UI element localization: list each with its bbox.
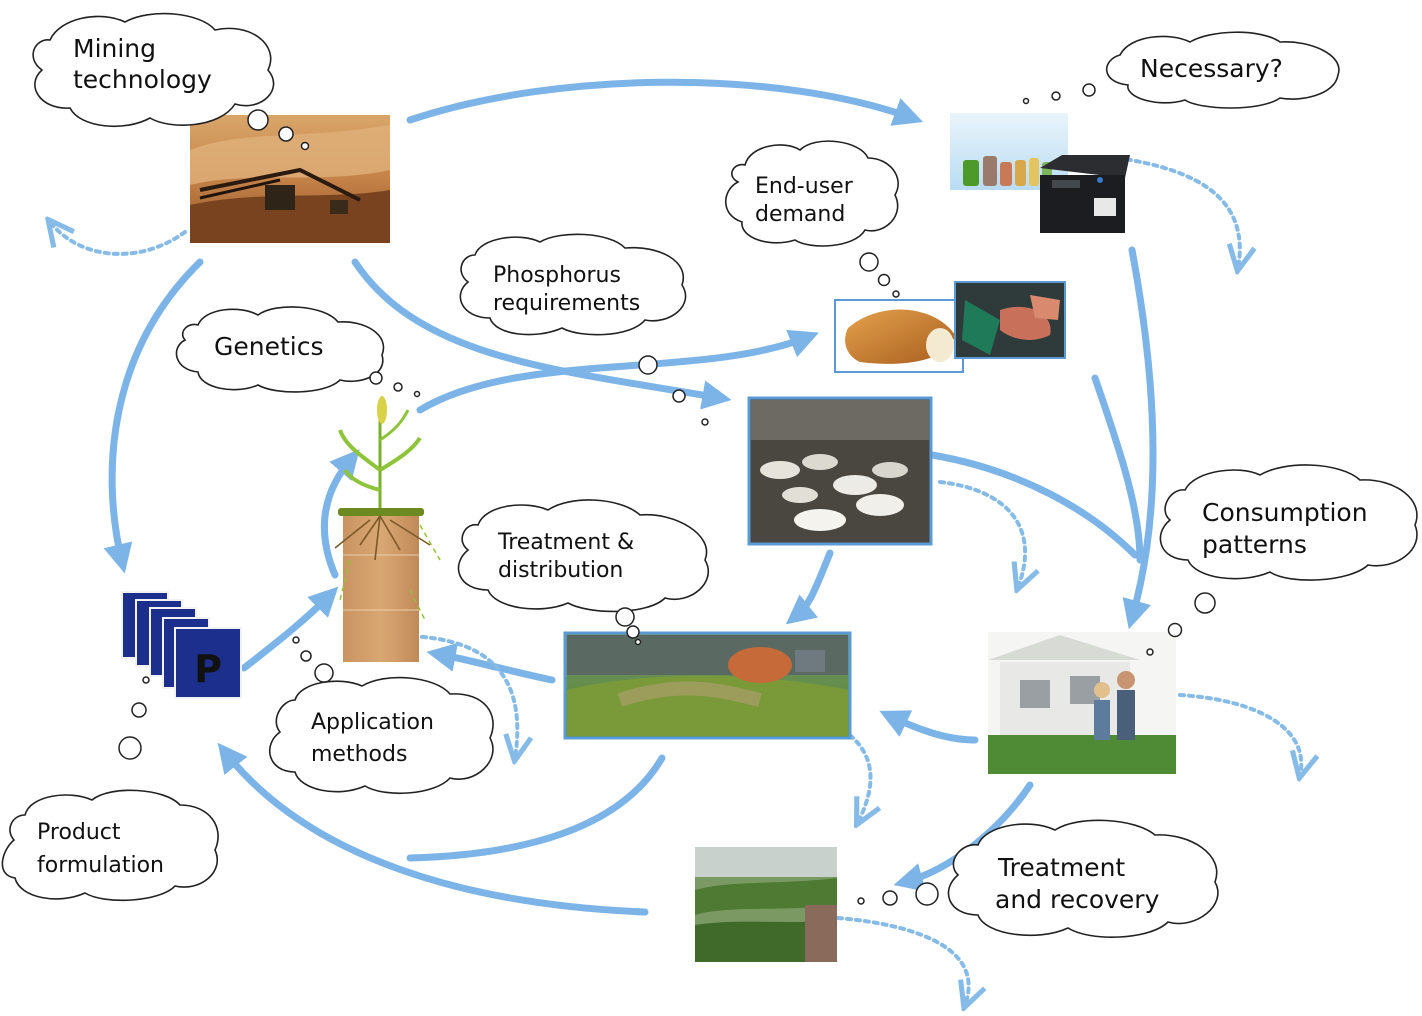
loss-arrow-household xyxy=(1178,693,1301,775)
cloud-labels: Mining technology Necessary? End-user de… xyxy=(37,34,1368,914)
meat-photo xyxy=(954,281,1066,359)
arrow-poultry-to-household xyxy=(928,451,1139,559)
arrow-products-to-household xyxy=(1122,246,1157,630)
label-treatment-recovery-2: and recovery xyxy=(995,885,1160,914)
poultry-farm-photo xyxy=(747,396,933,546)
label-consumption-2: patterns xyxy=(1202,530,1307,559)
cloud-consumption xyxy=(1159,464,1418,581)
label-application-1: Application xyxy=(311,710,434,735)
loss-arrow-recovery xyxy=(836,916,969,1005)
arrow-mine-to-poultry xyxy=(351,258,732,410)
label-enduser-2: demand xyxy=(755,202,845,227)
arrow-manure-to-soil xyxy=(426,642,556,684)
arrow-household-to-manure xyxy=(879,710,979,744)
loss-arrow-products xyxy=(1116,156,1240,268)
label-enduser-1: End-user xyxy=(755,174,854,199)
label-product-1: Product xyxy=(37,820,121,845)
cloud-application xyxy=(269,676,494,795)
loss-arrow-poultry xyxy=(938,480,1025,587)
label-application-2: methods xyxy=(311,742,407,767)
cloud-necessary xyxy=(1105,31,1340,109)
loss-arrows xyxy=(50,156,1301,1005)
label-phosphorus-2: requirements xyxy=(493,291,640,316)
loss-arrow-soil xyxy=(393,633,517,758)
cloud-product xyxy=(1,789,219,902)
label-product-2: formulation xyxy=(37,853,164,878)
label-treatment-distribution-2: distribution xyxy=(498,558,623,583)
arrow-mine-to-fertilizer xyxy=(103,258,204,574)
cloud-mining xyxy=(32,12,275,128)
label-necessary: Necessary? xyxy=(1140,54,1283,83)
detergent-bottles-photo xyxy=(950,113,1068,190)
household-photo xyxy=(988,632,1176,774)
thought-bubbles xyxy=(118,83,1216,906)
arrow-manure-return xyxy=(406,754,666,862)
arrow-soil-to-plant xyxy=(320,449,360,579)
cloud-treatment-recovery xyxy=(947,819,1219,938)
label-treatment-recovery-1: Treatment xyxy=(997,853,1125,882)
label-mining-2: technology xyxy=(73,65,212,94)
label-genetics: Genetics xyxy=(214,332,324,361)
cloud-treatment-distribution xyxy=(457,499,710,613)
fertilizer-p-label: P xyxy=(194,647,222,691)
label-consumption-1: Consumption xyxy=(1202,498,1368,527)
bread-photo xyxy=(834,299,964,373)
arrow-food-to-household xyxy=(1091,374,1144,564)
arrow-fertilizer-to-plant xyxy=(240,586,339,672)
label-mining-1: Mining xyxy=(73,34,156,63)
car-battery-photo xyxy=(1040,155,1130,233)
cloud-phosphorus xyxy=(459,233,687,336)
manure-spreading-photo xyxy=(563,631,852,740)
fertilizer-bag-stack: P xyxy=(121,591,242,699)
cloud-enduser xyxy=(725,140,899,247)
wetland-photo xyxy=(695,847,837,962)
loss-arrow-mine xyxy=(50,222,187,256)
arrow-poultry-to-manure xyxy=(785,549,834,625)
plant-in-soil xyxy=(334,396,441,662)
thought-clouds xyxy=(1,12,1418,938)
arrow-mine-to-products xyxy=(406,78,924,126)
arrow-recovery-to-fertilizer xyxy=(217,742,649,916)
cloud-genetics xyxy=(175,306,385,393)
label-phosphorus-1: Phosphorus xyxy=(493,263,621,288)
arrow-plant-to-food xyxy=(416,329,819,414)
label-treatment-distribution-1: Treatment & xyxy=(497,530,634,555)
loss-arrow-manure xyxy=(738,698,871,822)
